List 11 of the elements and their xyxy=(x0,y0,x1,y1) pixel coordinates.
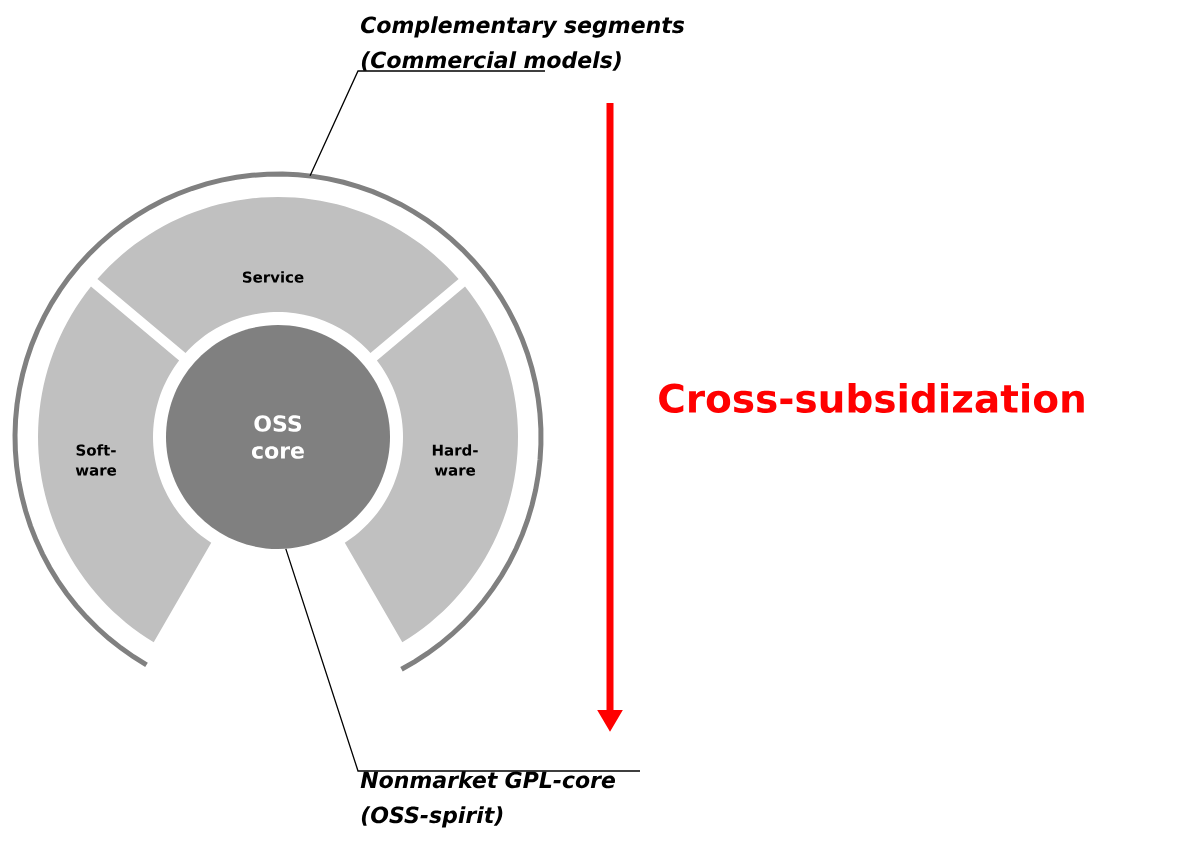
caption-text: Nonmarket GPL-core (OSS-spirit) xyxy=(360,771,616,828)
leader-line xyxy=(309,70,546,177)
segment-sector: Service xyxy=(97,197,459,353)
node-label: Soft- ware xyxy=(75,444,117,476)
heading-text: Cross-subsidization xyxy=(659,382,1084,414)
ring-arc xyxy=(12,171,544,672)
segment-sector: Soft- ware xyxy=(38,286,212,643)
leader-line xyxy=(285,548,641,772)
segment-sector: Hard- ware xyxy=(344,286,518,643)
node-label: Hard- ware xyxy=(432,444,478,476)
caption-text: Complementary segments (Commercial models) xyxy=(361,16,685,71)
